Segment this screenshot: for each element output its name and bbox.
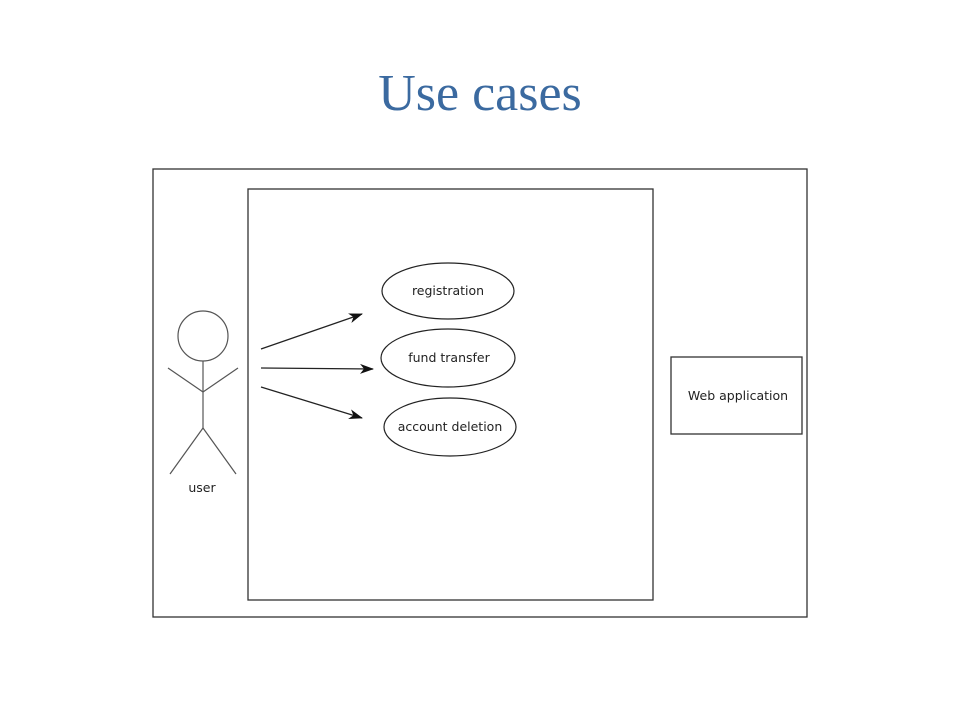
external-system-box bbox=[670, 356, 803, 435]
arrow-to-fund-transfer bbox=[260, 363, 374, 374]
external-system-label: Web application bbox=[688, 388, 788, 403]
actor-stick-figure bbox=[167, 310, 239, 475]
actor-left-leg bbox=[169, 427, 204, 475]
external-system-web-application: Web application bbox=[670, 356, 803, 435]
use-case-account-deletion: account deletion bbox=[383, 397, 517, 457]
actor-label: user bbox=[188, 480, 216, 495]
use-case-ellipse bbox=[380, 328, 516, 388]
actor-right-arm bbox=[202, 367, 239, 393]
system-boundary bbox=[247, 188, 654, 601]
use-case-ellipse bbox=[383, 397, 517, 457]
use-case-ellipse bbox=[381, 262, 515, 320]
outer-frame bbox=[152, 168, 808, 618]
use-case-label: account deletion bbox=[398, 419, 503, 434]
use-case-label: registration bbox=[412, 283, 484, 298]
slide-title: Use cases bbox=[378, 65, 582, 122]
arrow-to-registration bbox=[260, 313, 363, 350]
actor-right-leg bbox=[202, 427, 237, 475]
actor-head bbox=[177, 310, 229, 362]
arrow-to-account-deletion bbox=[260, 386, 363, 419]
use-case-label: fund transfer bbox=[408, 350, 490, 365]
use-case-fund-transfer: fund transfer bbox=[380, 328, 516, 388]
use-case-registration: registration bbox=[381, 262, 515, 320]
actor-left-arm bbox=[167, 367, 204, 393]
